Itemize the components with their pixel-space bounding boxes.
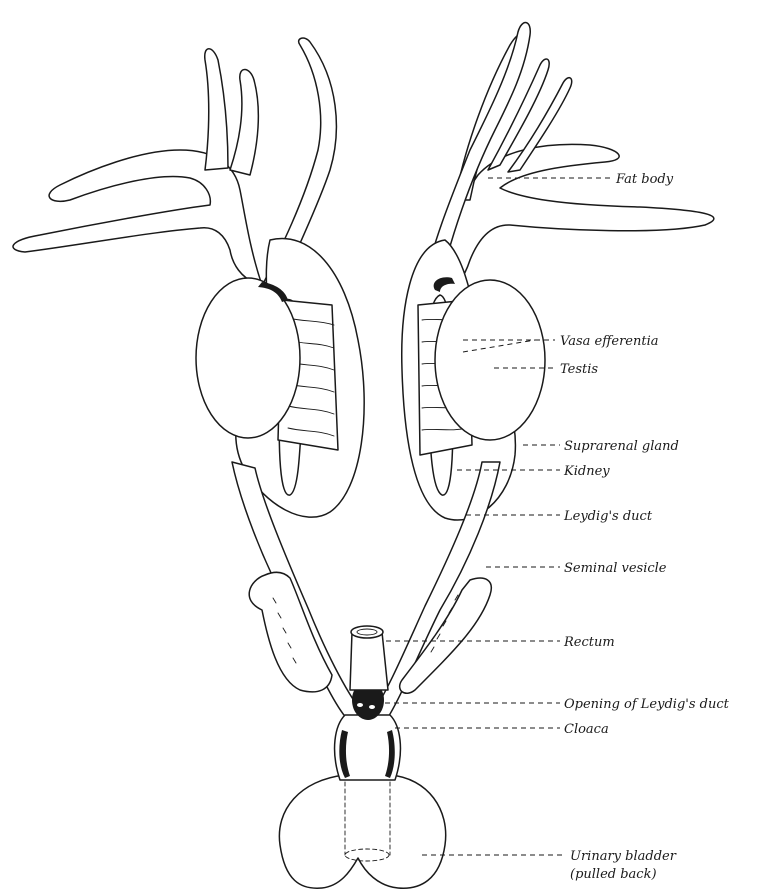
left-testis bbox=[196, 278, 300, 438]
label-rectum: Rectum bbox=[563, 635, 615, 650]
label-urinary-bladder: Urinary bladder bbox=[570, 849, 677, 864]
rectum-opening bbox=[351, 626, 383, 638]
left-fat-body bbox=[13, 49, 262, 285]
urinary-bladder bbox=[279, 775, 445, 888]
label-cloaca: Cloaca bbox=[564, 722, 609, 737]
label-leydigs-duct: Leydig's duct bbox=[563, 509, 653, 524]
label-suprarenal-gland: Suprarenal gland bbox=[564, 439, 679, 454]
label-seminal-vesicle: Seminal vesicle bbox=[564, 561, 667, 576]
rectum bbox=[350, 632, 388, 690]
right-testis bbox=[435, 280, 545, 440]
label-vasa-efferentia: Vasa efferentia bbox=[560, 334, 659, 349]
duct-pore-left bbox=[357, 703, 363, 707]
duct-pore-right bbox=[369, 705, 375, 709]
label-opening-of-leydigs-duct: Opening of Leydig's duct bbox=[564, 697, 730, 712]
label-testis: Testis bbox=[560, 362, 598, 377]
label-urinary-bladder-note: (pulled back) bbox=[570, 867, 657, 882]
left-seminal-vesicle bbox=[249, 572, 332, 692]
label-kidney: Kidney bbox=[563, 464, 610, 479]
label-fat-body: Fat body bbox=[615, 172, 674, 187]
